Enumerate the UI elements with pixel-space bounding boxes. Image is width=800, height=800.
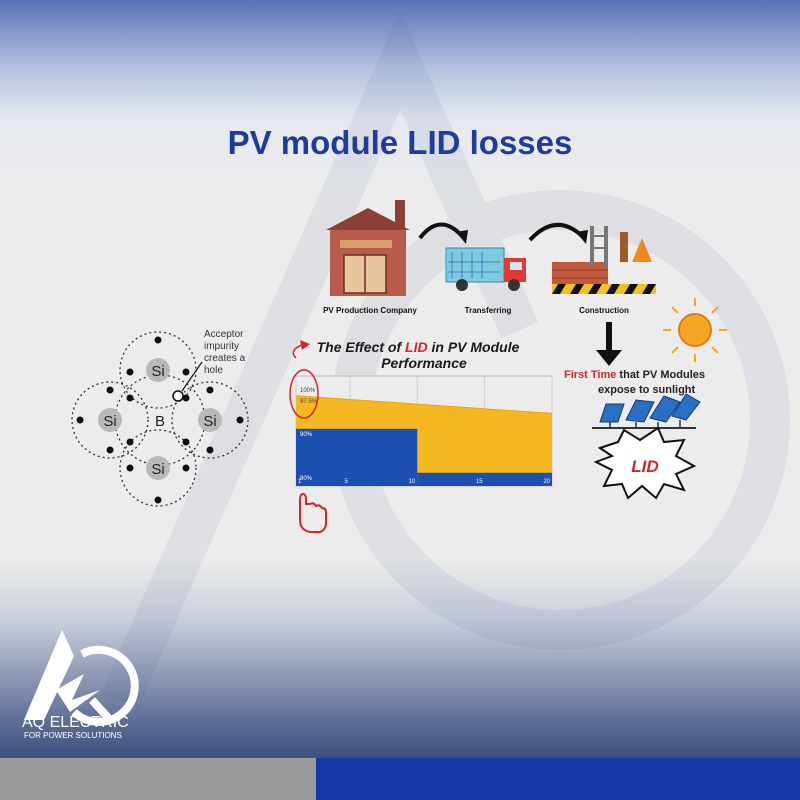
chart-title-part-3: in PV Module (428, 339, 520, 355)
si-label-right: Si (203, 413, 216, 430)
solar-panels-icon (592, 393, 701, 429)
factory-icon (326, 200, 410, 296)
performance-block-10-20 (417, 472, 552, 486)
boron-label: B (155, 413, 165, 430)
step-label-transferring: Transferring (465, 306, 512, 315)
performance-block-1-10 (296, 428, 418, 486)
step-label-construction: Construction (579, 306, 629, 315)
truck-icon (445, 247, 526, 291)
chart-fills (295, 395, 553, 486)
lid-burst-icon: LID (593, 426, 697, 500)
chart-xtick-label: 10 (409, 479, 416, 485)
silicon-lattice-diagram: Si Si Si Si B Acceptor impuri (71, 329, 249, 507)
step-label-production: PV Production Company (323, 306, 417, 315)
expose-text: expose to sunlight (598, 384, 696, 396)
footer-bar-grey (0, 758, 316, 800)
si-atom-right (198, 408, 222, 432)
chart-title-part-lid: LID (405, 339, 428, 355)
barrier-icon (552, 284, 656, 294)
si-atom-left (98, 408, 122, 432)
page-title: PV module LID losses (227, 124, 573, 161)
chart-title-line-2: Performance (381, 355, 467, 371)
chart-xtick-label: 20 (543, 479, 550, 485)
brand-tagline: FOR POWER SOLUTIONS (24, 731, 122, 740)
chart-xtick-label: 15 (476, 479, 483, 485)
sun-icon (663, 298, 727, 362)
chart-ytick-label: 80% (300, 476, 313, 482)
aq-electric-logo: AQ ELECTRIC FOR POWER SOLUTIONS (22, 630, 139, 740)
chart-ytick-label: 97.5% (300, 399, 318, 405)
pointing-hand-icon (299, 492, 327, 533)
first-time-rest: that PV Modules (616, 369, 705, 381)
hole-marker (172, 390, 184, 402)
brand-name: AQ ELECTRIC (22, 714, 129, 731)
chart-yticks: 100% 97.5% 90% 80% (300, 388, 318, 482)
si-atom-top (146, 358, 170, 382)
acceptor-note-line3: creates a (204, 353, 246, 364)
first-time-highlight: First Time (564, 369, 616, 381)
chart-title-part-1: The Effect of (317, 339, 405, 355)
chart-xtick-label: 1 (298, 479, 302, 485)
lid-burst-label: LID (631, 457, 658, 476)
si-label-left: Si (103, 413, 116, 430)
footer-bar-blue (316, 758, 800, 800)
lid-chart: The Effect of LID in PV Module Performan… (289, 339, 553, 533)
first-time-text: First Time that PV Modules (564, 369, 705, 381)
chart-ytick-label: 100% (300, 388, 316, 394)
chart-ytick-label: 90% (300, 432, 313, 438)
acceptor-note-line2: impurity (204, 341, 239, 352)
chart-title: The Effect of LID in PV Module (317, 339, 520, 355)
si-atom-bottom (146, 456, 170, 480)
si-label-top: Si (151, 363, 164, 380)
lid-degradation-line (295, 395, 553, 414)
acceptor-note-line4: hole (204, 365, 223, 376)
si-label-bottom: Si (151, 461, 164, 478)
chart-xtick-label: 5 (345, 479, 349, 485)
chart-annotation (289, 340, 319, 419)
acceptor-note-line1: Acceptor (204, 329, 244, 340)
down-arrow-icon (596, 322, 622, 366)
construction-icon (552, 226, 656, 294)
